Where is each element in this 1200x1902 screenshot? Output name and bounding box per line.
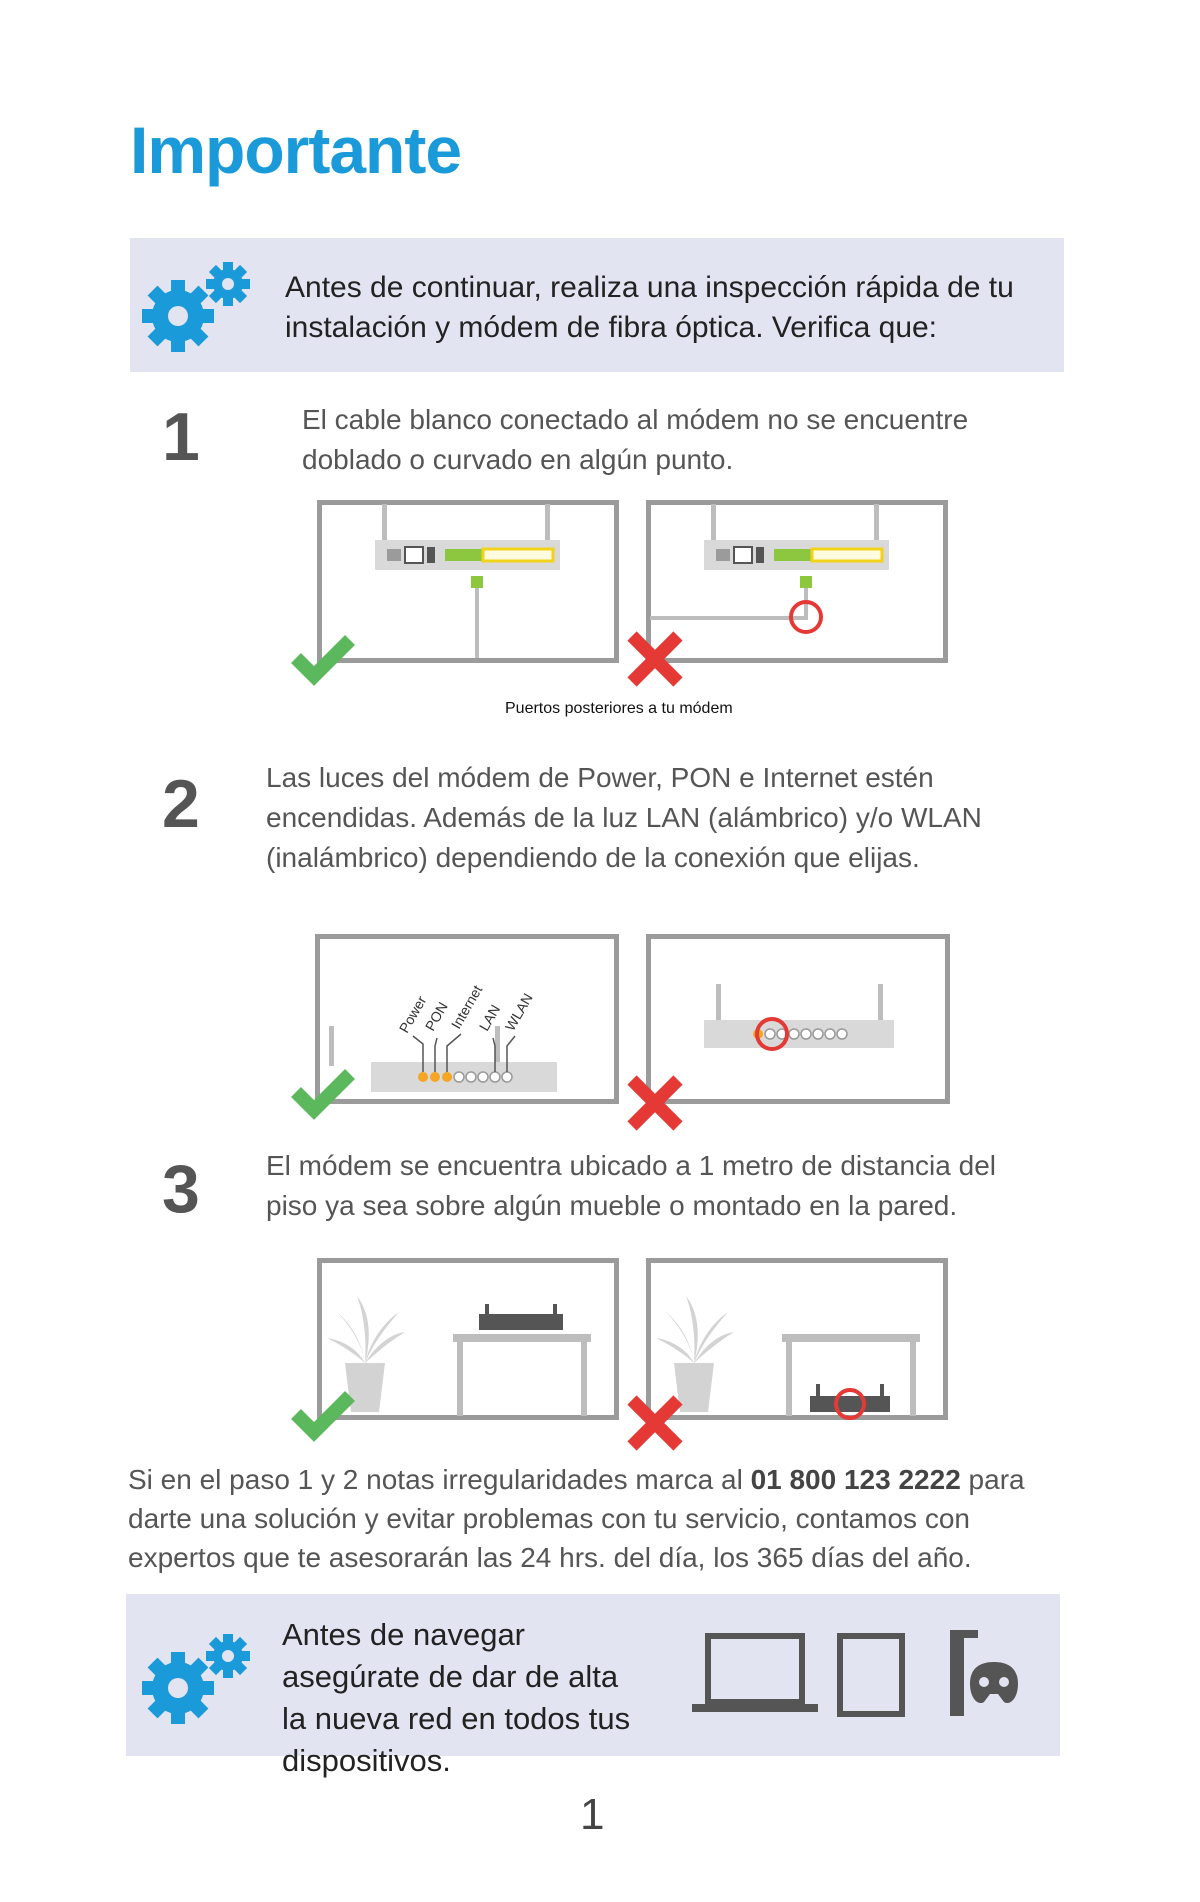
step-2-text: Las luces del módem de Power, PON e Inte…: [266, 762, 982, 873]
step-1-text: El cable blanco conectado al módem no se…: [302, 404, 969, 475]
support-note-text-before: Si en el paso 1 y 2 notas irregularidade…: [128, 1464, 751, 1495]
modem-rear-bent-cable-illustration: [650, 504, 889, 634]
gears-icon: [142, 1634, 250, 1724]
cross-icon: [627, 631, 683, 687]
closing-text: Antes de navegar asegúrate de dar de alt…: [282, 1617, 631, 1778]
check-icon: [291, 1391, 355, 1442]
step-3-number: 3: [162, 1151, 200, 1227]
cross-icon: [627, 1075, 683, 1131]
modem-lights-illustration: Power PON Internet LAN WLAN: [329, 982, 557, 1092]
problem-highlight-circle: [755, 1017, 789, 1051]
check-icon: [291, 1069, 355, 1120]
cross-icon: [627, 1395, 683, 1451]
problem-highlight-circle: [789, 600, 823, 634]
step-1-wrong-panel: [646, 500, 948, 663]
gears-icon: [142, 262, 250, 352]
page-number: 1: [580, 1790, 605, 1839]
step-3-text: El módem se encuentra ubicado a 1 metro …: [266, 1150, 996, 1221]
modem-on-table-illustration: [327, 1296, 591, 1416]
step-1-correct-panel: [317, 500, 619, 663]
image-caption: Puertos posteriores a tu módem: [505, 700, 733, 717]
step-1-number: 1: [162, 399, 200, 475]
support-note: Si en el paso 1 y 2 notas irregularidade…: [128, 1460, 1058, 1577]
modem-lights-off-illustration: [704, 984, 894, 1051]
light-label-power: Power: [396, 993, 430, 1036]
check-icon: [291, 635, 355, 686]
laptop-icon: [692, 1633, 818, 1712]
step-2-number: 2: [162, 766, 200, 842]
gamepad-icon: [950, 1630, 1018, 1716]
light-label-wlan: WLAN: [502, 990, 536, 1033]
support-note-text-after: para darte una solución y evitar problem…: [128, 1464, 1025, 1573]
modem-on-floor-illustration: [656, 1296, 920, 1420]
problem-highlight-circle: [834, 1388, 866, 1420]
step-2-wrong-panel: [646, 934, 950, 1104]
support-phone-number: 01 800 123 2222: [750, 1464, 961, 1495]
intro-banner: [130, 238, 1064, 372]
tablet-icon: [837, 1633, 905, 1717]
modem-rear-illustration: [375, 504, 560, 658]
page-title: Importante: [130, 113, 462, 187]
intro-text: Antes de continuar, realiza una inspecci…: [285, 271, 1014, 344]
